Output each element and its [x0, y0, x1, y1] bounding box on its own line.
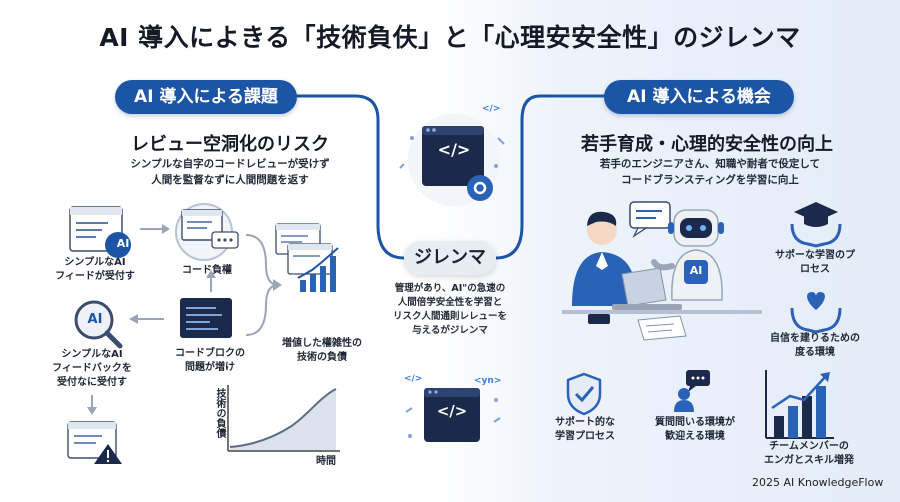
- left-item-1-line1: シンプルなAI: [64, 257, 126, 268]
- code-window-ai-icon: [69, 206, 131, 258]
- arrow-left-icon: [129, 314, 164, 324]
- code-tag-3: <yn>: [474, 376, 502, 386]
- right-item-2-line2: 度る環境: [795, 347, 835, 358]
- right-desc-line1: 若手のエンジニアさん、知職や耐者で伇定して: [599, 158, 821, 170]
- center-desc-line4: 与えるがジレンマ: [412, 325, 488, 336]
- code-glyph-bottom: </>: [436, 402, 468, 420]
- right-item-1: サポーな学習のプ ロセス: [765, 249, 865, 277]
- warning-window-icon: [67, 421, 122, 464]
- arrow-down-icon: [87, 395, 97, 415]
- right-item-5-line2: エンガとスキル増発: [764, 455, 854, 466]
- question-person-icon: [674, 370, 710, 412]
- page-title: AI 導入によきる「技術負伕」と「心理安安全性」のジレンマ: [99, 23, 801, 52]
- right-pill: AI 導入による機会: [604, 80, 794, 114]
- left-item-4-line1: シンプルなAI: [61, 349, 123, 360]
- magnifier-ai-badge: AI: [87, 312, 103, 327]
- code-block-icon: [180, 298, 232, 338]
- right-item-1-line1: サポーな学習のプ: [775, 250, 855, 261]
- center-desc-line1: 管理があり、AI"の急速の: [394, 283, 506, 294]
- right-item-2: 自信を建りるための 度る環境: [760, 332, 870, 360]
- right-item-5: チームメンバーの エンガとスキル増発: [754, 440, 864, 468]
- right-item-3: サポート的な 学習プロセス: [530, 416, 640, 444]
- tech-debt-growth-chart: [227, 385, 340, 452]
- code-gear-icon: [399, 114, 505, 206]
- right-desc-line2: コードブランスティングを学習に向上: [621, 174, 799, 186]
- right-heading: 若手育成・心理的安全性の向上: [581, 134, 833, 155]
- left-desc: シンプルな自字のコードレビューが受けず 人間を監督なずに人間問題を返す: [80, 156, 380, 188]
- right-item-4-line2: 歓迎える環境: [665, 431, 725, 442]
- chart-xlabel: 時間: [316, 456, 336, 467]
- right-item-5-line1: チームメンバーの: [769, 441, 849, 452]
- left-item-4-line3: 受付なに受付す: [57, 377, 127, 388]
- code-window-bottom-icon: [405, 388, 501, 442]
- shield-check-icon: [566, 372, 602, 416]
- left-item-2: コード負權: [182, 265, 232, 276]
- code-tag-2: </>: [404, 374, 423, 384]
- left-item-1: シンプルなAI フィードが受付す: [40, 256, 150, 284]
- center-desc-line2: 人間倍学安全性を学習と: [397, 297, 503, 308]
- left-item-3: コードブロクの 問題が増け: [160, 347, 260, 375]
- left-item-5-line2: 技術の負債: [297, 352, 347, 363]
- right-item-2-line1: 自信を建りるための: [770, 333, 860, 344]
- arrow-right-icon: [140, 224, 170, 234]
- code-review-icon: [175, 203, 239, 261]
- right-item-3-line2: 学習プロセス: [555, 431, 615, 442]
- left-item-5: 増値した權雑性の 技術の負債: [262, 337, 382, 365]
- code-glyph: </>: [437, 140, 471, 159]
- growth-bars-icon: [765, 370, 834, 439]
- code-tag-1: </>: [482, 104, 501, 114]
- center-desc-line3: リスク人間通則レレューを: [392, 311, 507, 322]
- right-item-3-line1: サポート的な: [555, 417, 615, 428]
- chart-ylabel: 技術の負債: [214, 388, 225, 438]
- left-item-5-line1: 増値した權雑性の: [282, 338, 362, 349]
- left-item-4-line2: フィードバックを: [52, 363, 132, 374]
- right-item-1-line2: ロセス: [800, 264, 830, 275]
- curve-arrows-icon: [245, 234, 282, 336]
- ai-badge: AI: [116, 237, 130, 250]
- left-desc-line1: シンプルな自字のコードレビューが受けず: [130, 158, 330, 170]
- footer-credit: 2025 AI KnowledgeFlow: [752, 476, 884, 489]
- left-heading: レビュー空洞化のリスク: [131, 134, 329, 155]
- left-item-3-line1: コードブロクの: [175, 348, 245, 359]
- right-item-4-line1: 質問問いる環境が: [655, 417, 735, 428]
- right-desc: 若手のエンジニアさん、知職や耐者で伇定して コードブランスティングを学習に向上: [560, 156, 860, 188]
- left-desc-line2: 人間を監督なずに人間問題を返す: [151, 174, 309, 186]
- left-item-4: シンプルなAI フィードバックを 受付なに受付す: [32, 348, 152, 390]
- stacked-windows-chart-icon: [275, 223, 339, 292]
- right-item-4: 質問問いる環境が 歓迎える環境: [640, 416, 750, 444]
- heart-hands-icon: [790, 292, 842, 334]
- engineer-robot-illustration: [562, 201, 762, 341]
- left-item-1-line2: フィードが受付す: [55, 271, 135, 282]
- arrow-up-icon: [206, 270, 216, 292]
- left-pill: AI 導入による課題: [115, 80, 297, 114]
- left-item-3-line2: 問題が増け: [185, 362, 235, 373]
- robot-ai-badge: AI: [689, 264, 703, 277]
- center-pill: ジレンマ: [404, 241, 496, 275]
- graduation-hands-icon: [790, 202, 842, 248]
- center-desc: 管理があり、AI"の急速の 人間倍学安全性を学習と リスク人間通則レレューを 与…: [350, 282, 550, 338]
- magnifier-ai-icon: [74, 300, 123, 349]
